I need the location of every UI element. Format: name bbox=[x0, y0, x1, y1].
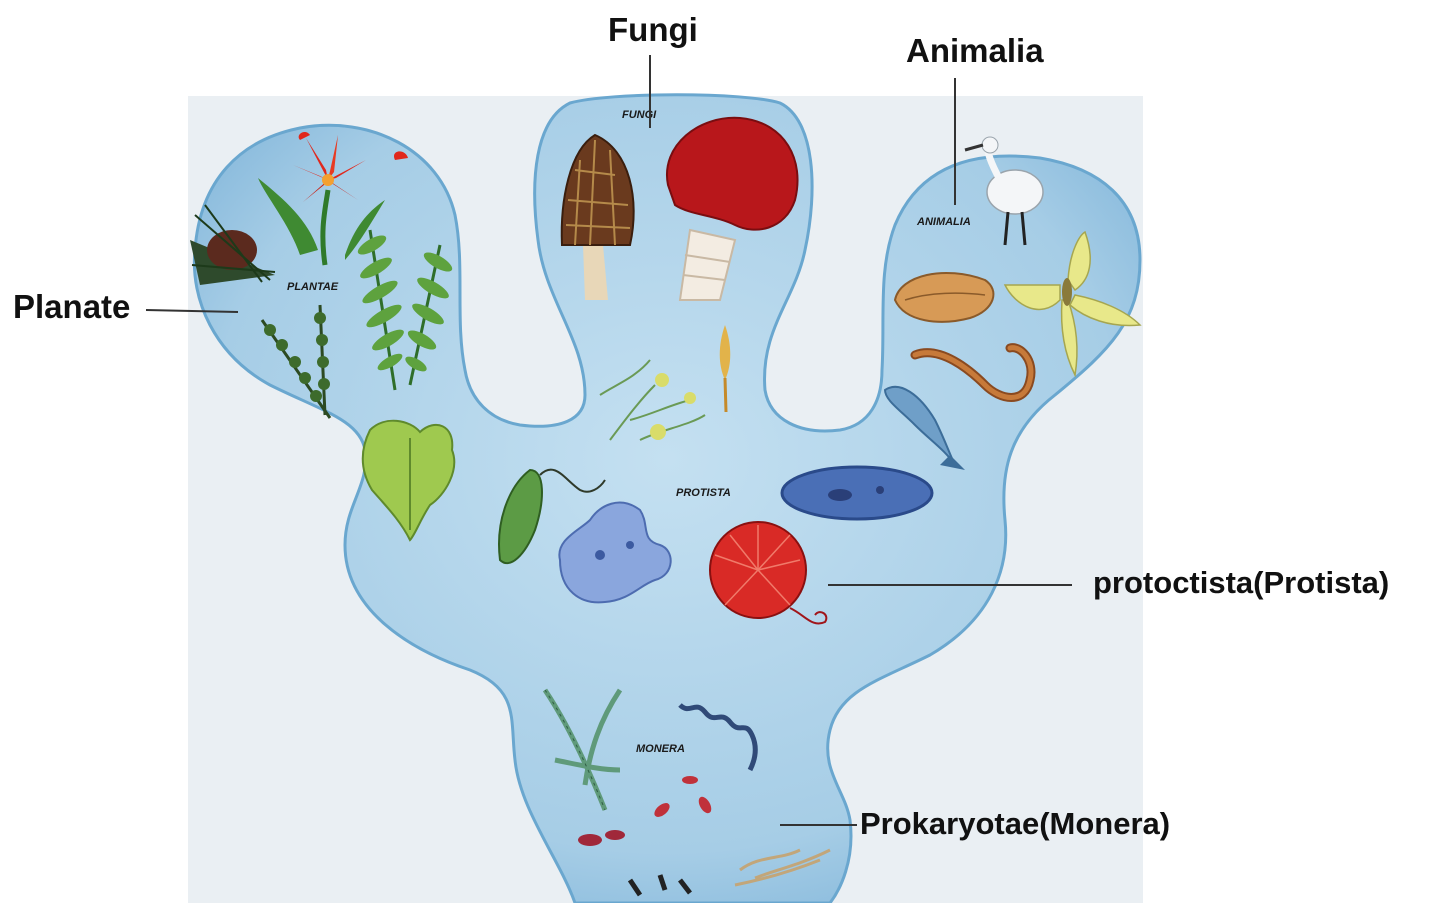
label-plantae: Planate bbox=[13, 290, 130, 323]
clam-icon bbox=[895, 273, 993, 322]
inner-label-animalia: ANIMALIA bbox=[916, 216, 971, 228]
label-monera: Prokaryotae(Monera) bbox=[860, 808, 1170, 839]
label-animalia: Animalia bbox=[906, 34, 1044, 67]
inner-label-fungi: FUNGI bbox=[622, 109, 657, 121]
inner-label-monera: MONERA bbox=[636, 743, 685, 755]
inner-label-plantae: PLANTAE bbox=[287, 281, 339, 293]
label-protista: protoctista(Protista) bbox=[1093, 567, 1389, 598]
inner-label-protista: PROTISTA bbox=[676, 487, 731, 499]
label-fungi: Fungi bbox=[608, 13, 698, 46]
paramecium-icon bbox=[782, 467, 932, 519]
